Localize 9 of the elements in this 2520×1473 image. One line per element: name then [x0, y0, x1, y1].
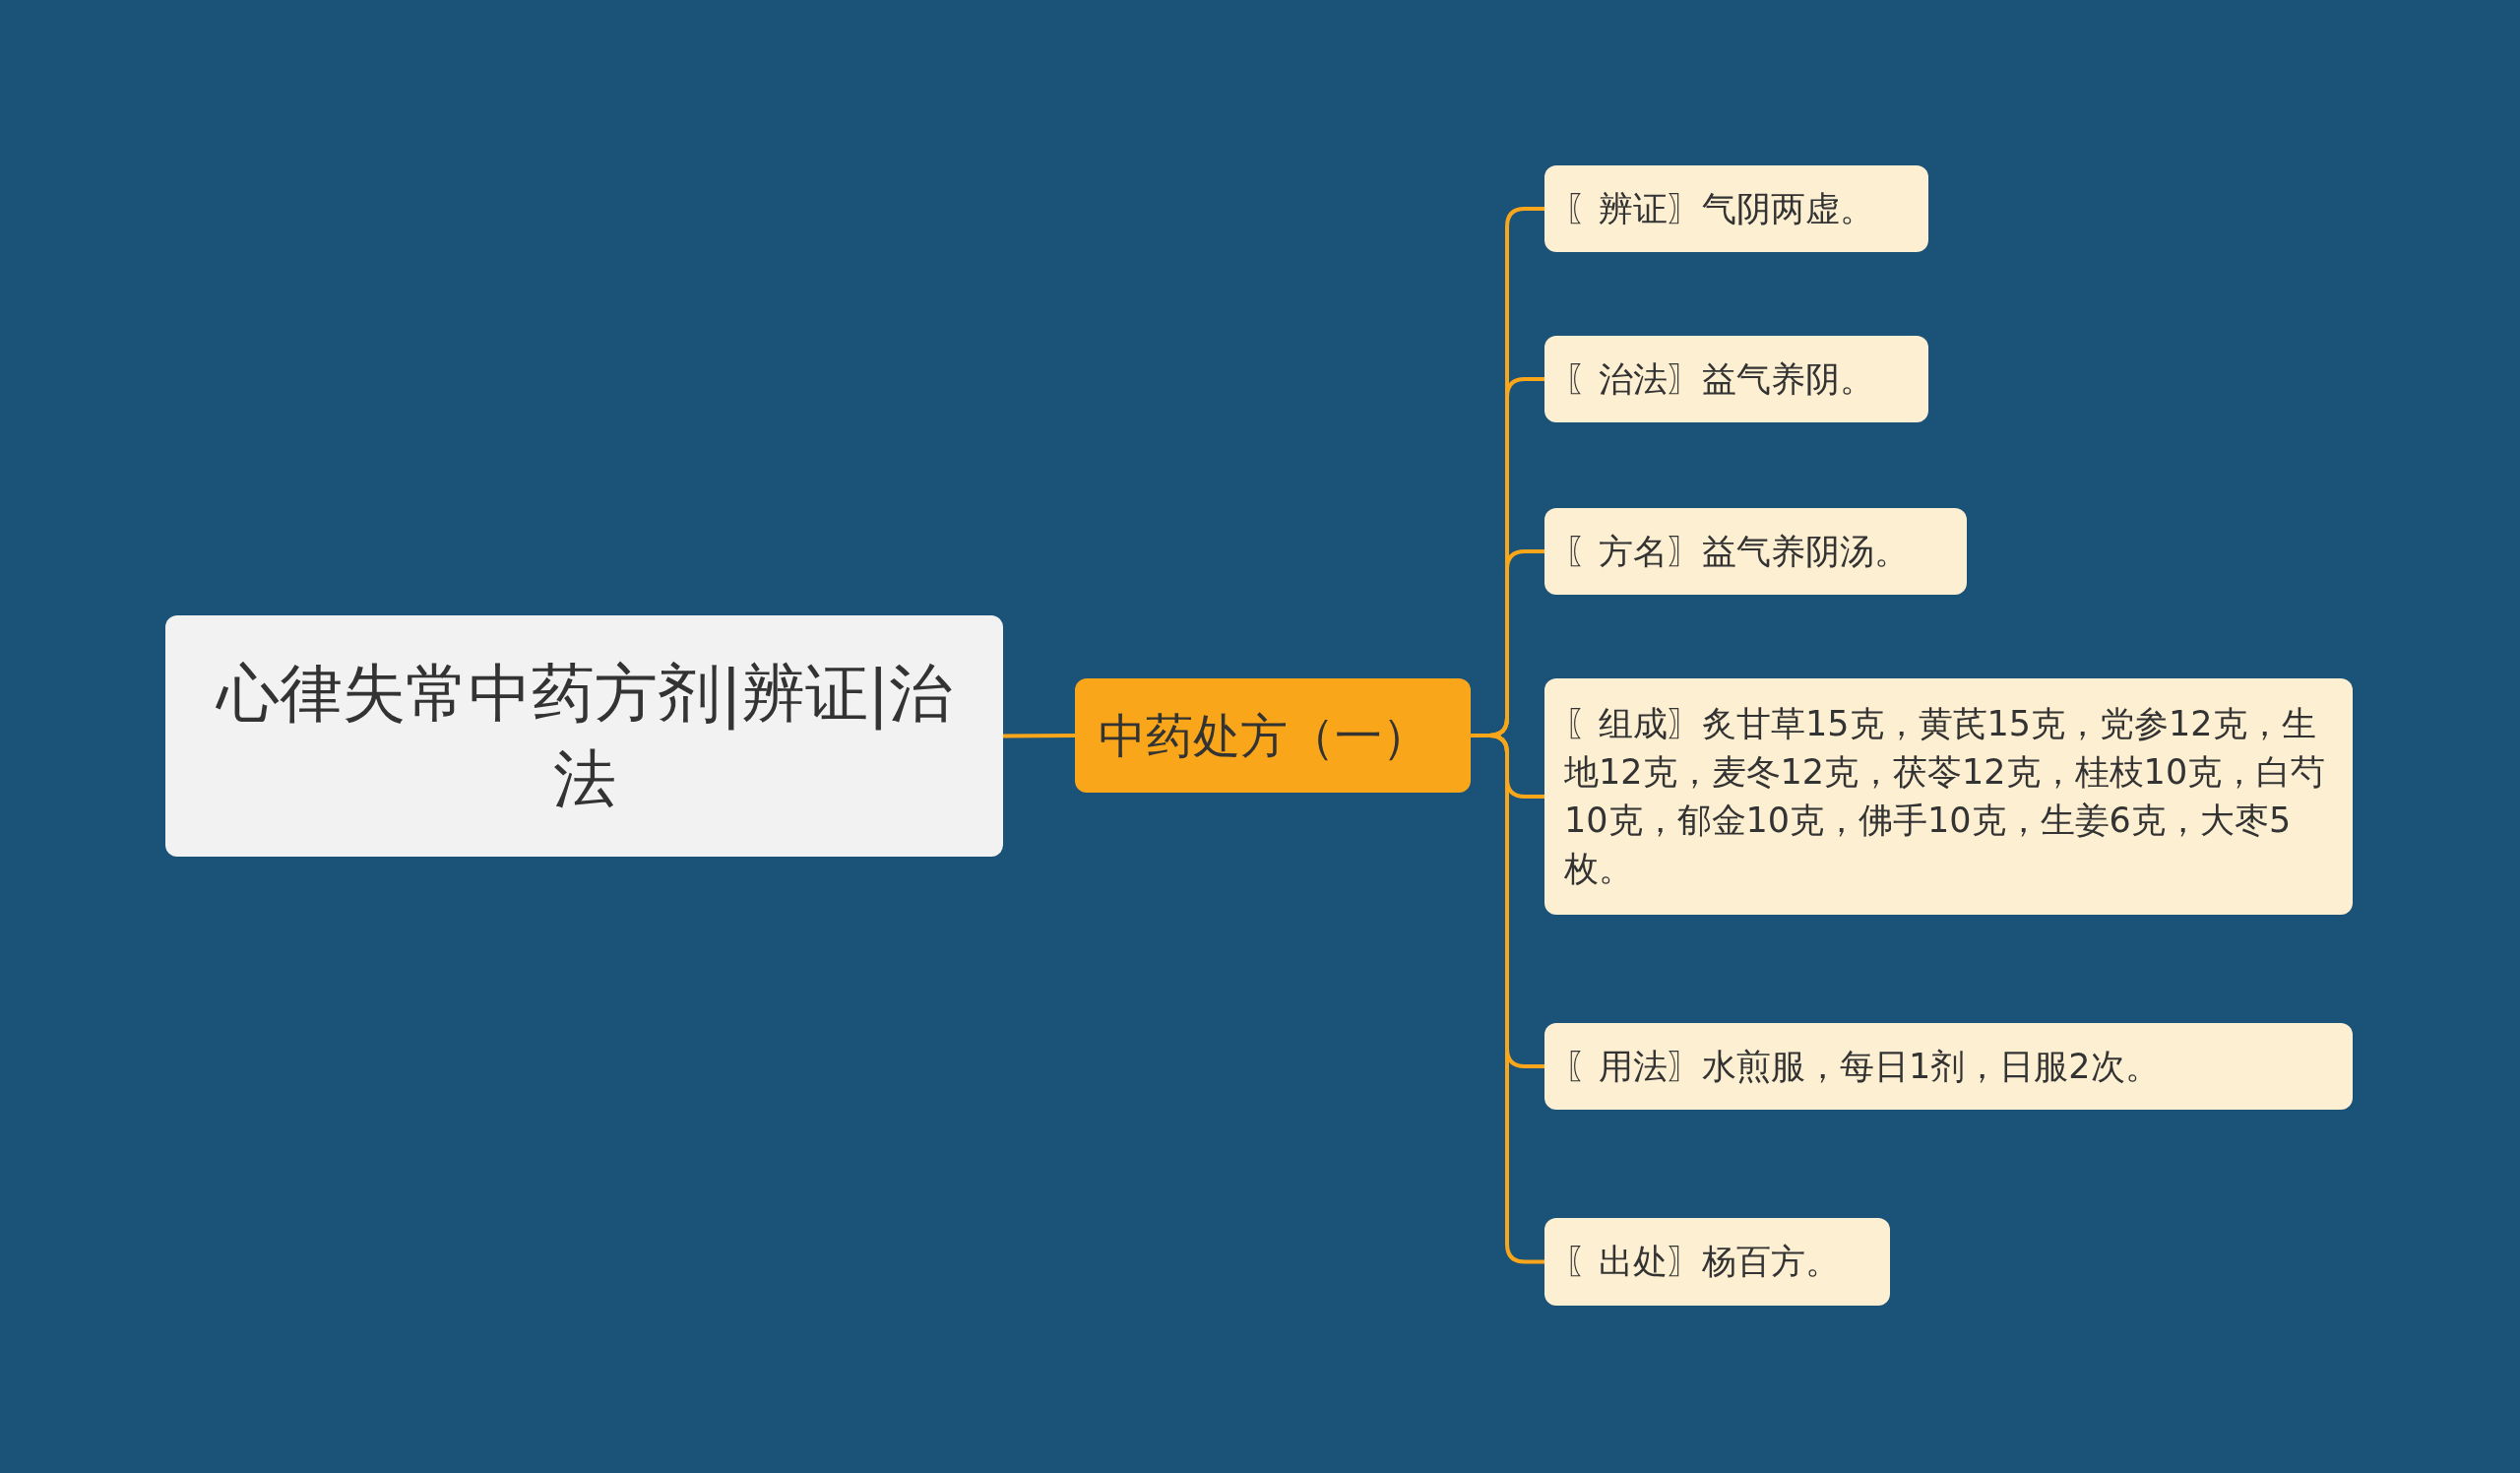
leaf-topic: 〖辨证〗气阴两虚。	[1544, 165, 1928, 252]
leaf-topic: 〖出处〗杨百方。	[1544, 1218, 1890, 1306]
branch-topic: 中药处方（一）	[1075, 678, 1471, 793]
leaf-topic: 〖组成〗炙甘草15克，黄芪15克，党参12克，生地12克，麦冬12克，茯苓12克，桂枝10克，白芍10克，郁金10克，佛手10克，生姜6克，大枣5枚。	[1544, 678, 2353, 915]
leaf-topic: 〖治法〗益气养阴。	[1544, 336, 1928, 422]
root-topic: 心律失常中药方剂|辨证|治法	[165, 615, 1003, 857]
leaf-topic: 〖方名〗益气养阴汤。	[1544, 508, 1967, 595]
leaf-topic: 〖用法〗水煎服，每日1剂，日服2次。	[1544, 1023, 2353, 1110]
connector-line	[1003, 734, 1075, 738]
